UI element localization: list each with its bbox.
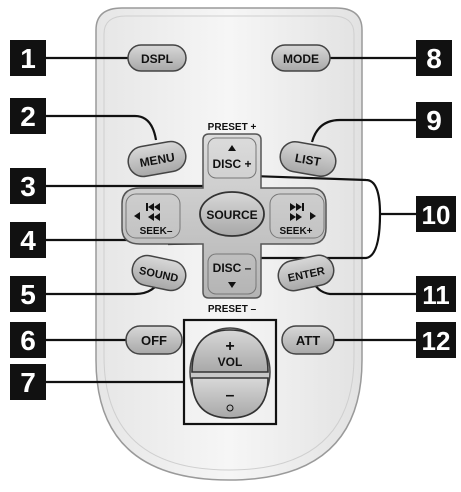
vol-plus-label: + [225, 338, 234, 355]
callout-box-3 [10, 168, 46, 204]
menu-button[interactable]: MENU [126, 139, 188, 179]
callout-box-7 [10, 364, 46, 400]
preset-plus-caption: PRESET + [208, 122, 257, 133]
arrow-left-icon [134, 212, 140, 220]
mode-button[interactable]: MODE [271, 44, 331, 72]
dspl-label: DSPL [141, 52, 173, 66]
disc-minus-label: DISC – [213, 261, 252, 275]
callout-box-2 [10, 98, 46, 134]
preset-minus-caption: PRESET – [208, 304, 257, 315]
dspl-button[interactable]: DSPL [127, 44, 187, 72]
vol-label: VOL [218, 355, 243, 369]
callout-box-1 [10, 40, 46, 76]
callout-boxes [10, 40, 456, 400]
seek-plus-button[interactable]: SEEK+ [269, 193, 325, 239]
off-label: OFF [141, 333, 167, 348]
callout-6: 6 [20, 325, 36, 356]
seek-plus-label: SEEK+ [279, 226, 312, 237]
callout-box-5 [10, 276, 46, 312]
sound-button[interactable]: SOUND [129, 253, 188, 294]
source-label: SOURCE [206, 208, 257, 222]
callout-11: 11 [422, 280, 450, 310]
menu-label: MENU [139, 150, 176, 170]
next-track-icon [290, 203, 304, 221]
list-button[interactable]: LIST [278, 139, 338, 178]
vol-up-button[interactable]: + VOL [191, 329, 269, 373]
tactile-dot-icon [226, 404, 234, 412]
off-button[interactable]: OFF [125, 325, 183, 355]
arrow-right-icon [310, 212, 316, 220]
callout-box-12 [416, 322, 456, 358]
callout-box-9 [416, 102, 452, 138]
arrow-down-icon [228, 282, 236, 288]
callout-7: 7 [20, 367, 36, 398]
vol-down-button[interactable]: – [191, 377, 269, 419]
callout-4: 4 [20, 225, 36, 256]
vol-minus-label: – [226, 387, 235, 404]
list-label: LIST [294, 151, 323, 169]
att-label: ATT [296, 333, 320, 348]
callout-12: 12 [422, 326, 451, 356]
callout-2: 2 [20, 101, 36, 132]
disc-plus-button[interactable]: DISC + [207, 137, 257, 179]
vol-highlight-box [182, 318, 278, 426]
disc-plus-label: DISC + [212, 157, 251, 171]
callout-box-4 [10, 222, 46, 258]
callout-8: 8 [426, 43, 442, 74]
callout-box-11 [416, 276, 456, 312]
callout-1: 1 [20, 43, 36, 74]
callout-box-10 [416, 196, 456, 232]
callout-3: 3 [20, 171, 36, 202]
prev-track-icon [146, 203, 160, 221]
callout-5: 5 [20, 279, 36, 310]
att-button[interactable]: ATT [281, 325, 335, 355]
callout-10: 10 [422, 200, 451, 230]
arrow-up-icon [228, 145, 236, 151]
seek-minus-label: SEEK– [140, 226, 173, 237]
enter-button[interactable]: ENTER [275, 253, 336, 294]
callout-9: 9 [426, 105, 442, 136]
source-button[interactable]: SOURCE [199, 191, 265, 237]
callout-box-8 [416, 40, 452, 76]
callout-box-6 [10, 322, 46, 358]
seek-minus-button[interactable]: SEEK– [125, 193, 181, 239]
mode-label: MODE [283, 52, 319, 66]
disc-minus-button[interactable]: DISC – [207, 253, 257, 295]
